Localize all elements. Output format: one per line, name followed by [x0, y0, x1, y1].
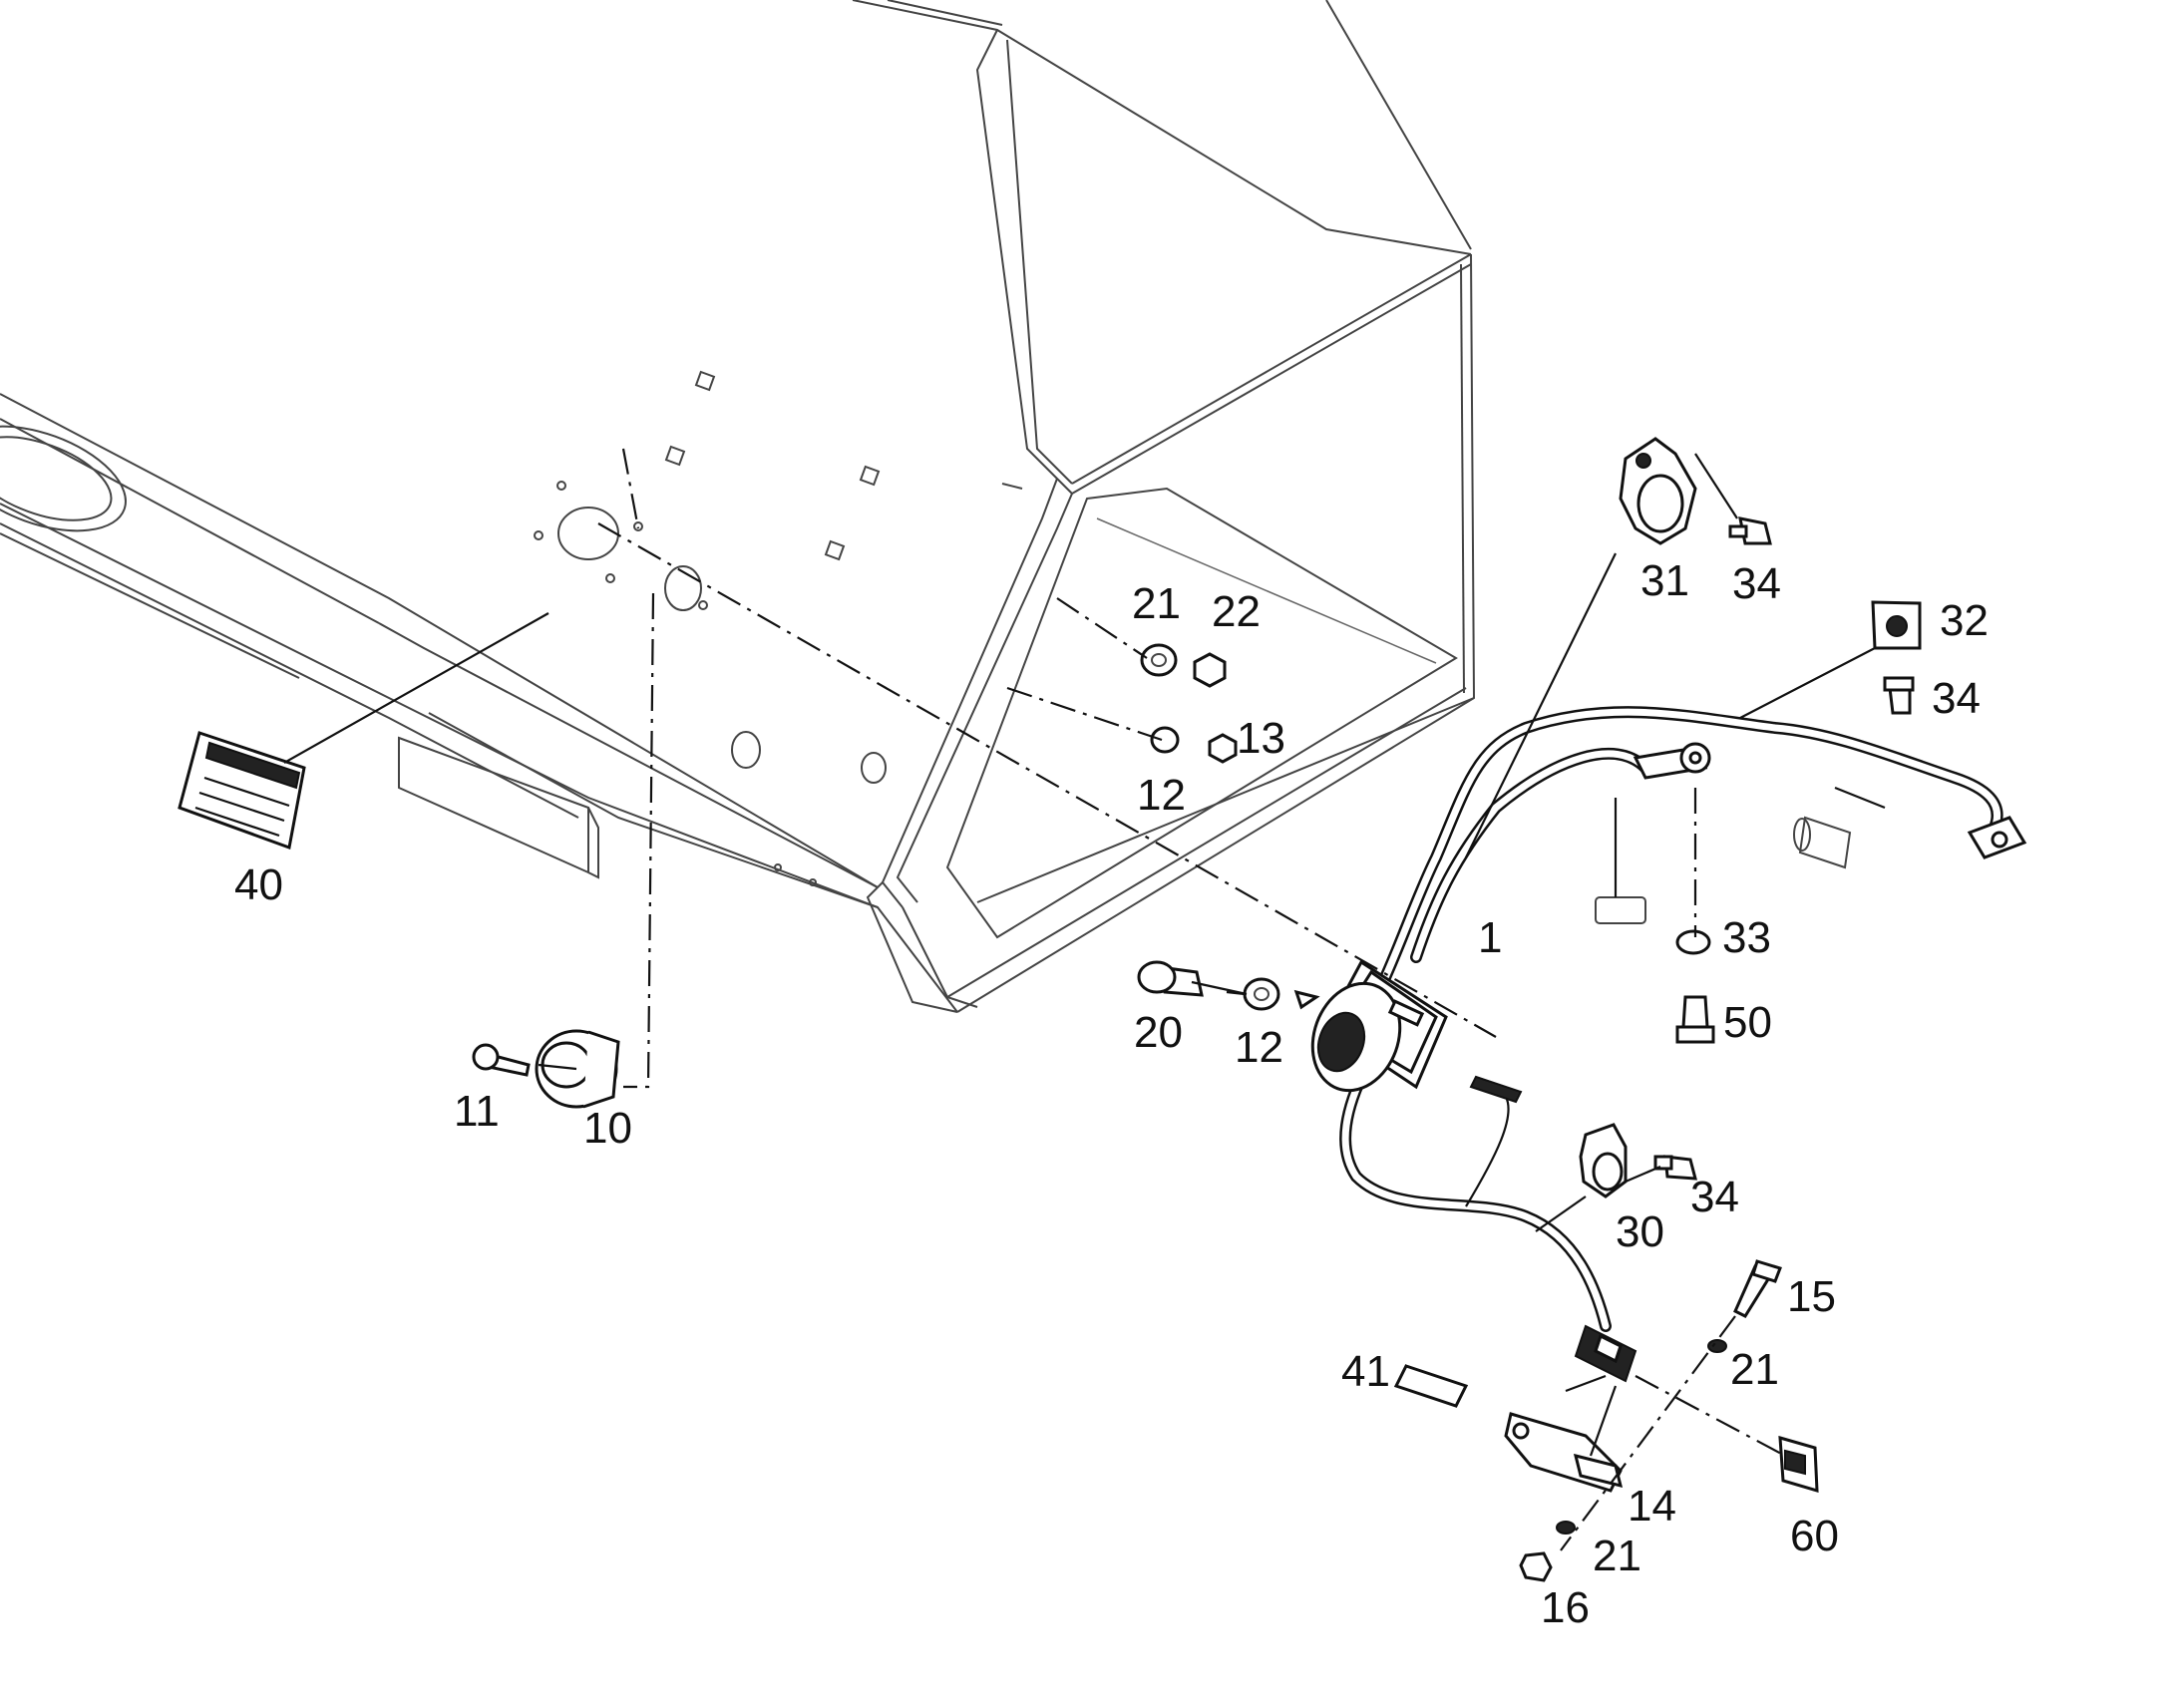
- nut-22: [1193, 652, 1227, 688]
- callout-34a: 34: [1732, 559, 1781, 608]
- callout-22: 22: [1212, 587, 1261, 636]
- callout-16: 16: [1541, 1583, 1590, 1632]
- callout-21c: 21: [1593, 1532, 1641, 1580]
- callout-41: 41: [1341, 1347, 1390, 1396]
- callout-11: 11: [454, 1087, 500, 1136]
- callout-50: 50: [1723, 998, 1772, 1047]
- callout-14: 14: [1628, 1482, 1676, 1531]
- washer-21a: [1140, 643, 1178, 677]
- callout-40: 40: [234, 860, 283, 909]
- callout-12a: 12: [1137, 771, 1186, 820]
- callouts: 1 10 11 12 12 13 14 15 16 20 21 21 21 22…: [234, 556, 1989, 1632]
- callout-21a: 21: [1132, 579, 1181, 628]
- callout-31: 31: [1640, 556, 1689, 605]
- callout-34c: 34: [1690, 1173, 1739, 1221]
- callout-1: 1: [1478, 913, 1502, 962]
- callout-20: 20: [1134, 1008, 1183, 1057]
- washer-21c: [1556, 1521, 1576, 1535]
- callout-33: 33: [1722, 913, 1771, 962]
- callout-15: 15: [1787, 1272, 1836, 1321]
- screw-34b: [1888, 686, 1912, 715]
- callout-34b: 34: [1932, 674, 1981, 723]
- callout-21b: 21: [1730, 1345, 1779, 1394]
- washer-12b: [1243, 977, 1280, 1011]
- hardware: [178, 437, 1922, 1582]
- callout-12b: 12: [1235, 1023, 1283, 1072]
- label-41: [1393, 1364, 1469, 1408]
- callout-10: 10: [583, 1104, 632, 1153]
- socket-assembly: [1293, 959, 1448, 1093]
- housing-body: [0, 0, 1476, 1013]
- callout-32: 32: [1940, 596, 1989, 645]
- nut-16: [1519, 1551, 1553, 1582]
- callout-30: 30: [1616, 1207, 1664, 1256]
- washer-33: [1675, 929, 1711, 955]
- nut-13: [1208, 733, 1238, 764]
- leader-lines: [283, 448, 1886, 1551]
- fuse-holder: [1504, 1324, 1637, 1493]
- wiring-harness: [1339, 706, 2027, 1332]
- callout-13: 13: [1237, 714, 1285, 763]
- bolt-50: [1681, 995, 1709, 1029]
- callout-60: 60: [1790, 1512, 1839, 1560]
- washer-21b: [1707, 1339, 1727, 1353]
- washer-12a: [1150, 726, 1180, 754]
